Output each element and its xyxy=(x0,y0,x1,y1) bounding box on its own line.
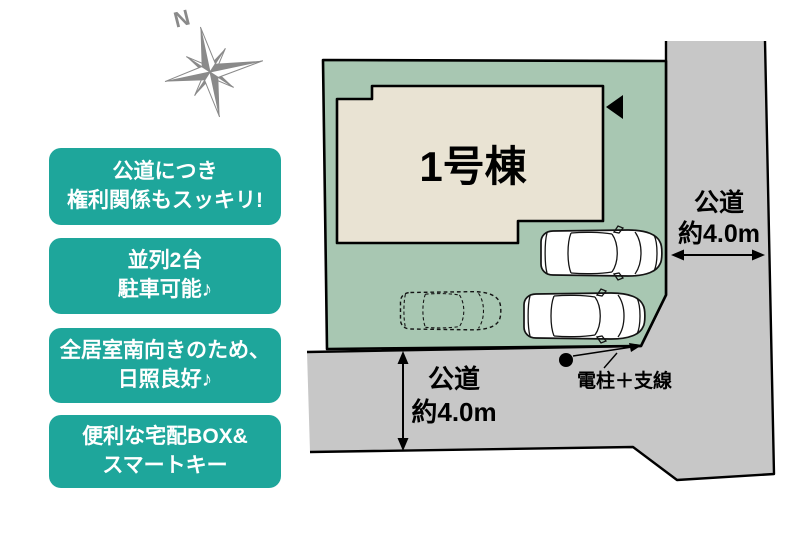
road-name: 公道 xyxy=(693,189,744,217)
feature-badge-delivery-box: 便利な宅配BOX& スマートキー xyxy=(49,415,281,488)
utility-pole-dot-icon xyxy=(559,353,573,367)
road-width: 約4.0m xyxy=(678,220,760,248)
car-top-view-dashed-icon xyxy=(399,290,502,331)
right-road-label: 公道 約4.0m xyxy=(666,188,772,250)
car-top-view-icon xyxy=(540,225,663,281)
road-name: 公道 xyxy=(427,364,480,394)
road-width: 約4.0m xyxy=(411,397,497,427)
road-outer-border xyxy=(309,40,776,482)
guy-wire-arrow xyxy=(572,343,642,369)
badge-line: 便利な宅配BOX& xyxy=(82,424,248,448)
car-top-view-icon xyxy=(523,288,646,344)
bottom-road-label: 公道 約4.0m xyxy=(398,363,510,429)
bottom-road-width-arrow xyxy=(397,351,409,451)
right-road-width-arrow xyxy=(671,249,765,261)
building-label: 1号棟 xyxy=(419,143,527,190)
badge-line: 公道につき xyxy=(112,159,218,183)
feature-badge-parking: 並列2台 駐車可能♪ xyxy=(49,238,281,314)
building-footprint xyxy=(335,84,605,245)
road-area xyxy=(307,41,774,480)
badge-line: 日照良好♪ xyxy=(117,367,213,391)
badge-line: 全居室南向きのため、 xyxy=(60,338,270,362)
badge-line: スマートキー xyxy=(102,453,228,477)
compass-rose-icon xyxy=(164,26,263,118)
badge-line: 並列2台 xyxy=(127,249,203,273)
badge-line: 駐車可能♪ xyxy=(117,278,213,301)
utility-pole-label: 電柱＋支線 xyxy=(577,371,673,392)
feature-badge-south-facing: 全居室南向きのため、 日照良好♪ xyxy=(49,328,281,403)
badge-line: 権利関係もスッキリ! xyxy=(67,188,263,212)
entrance-triangle-icon xyxy=(606,95,623,119)
feature-badge-public-road: 公道につき 権利関係もスッキリ! xyxy=(49,148,281,225)
